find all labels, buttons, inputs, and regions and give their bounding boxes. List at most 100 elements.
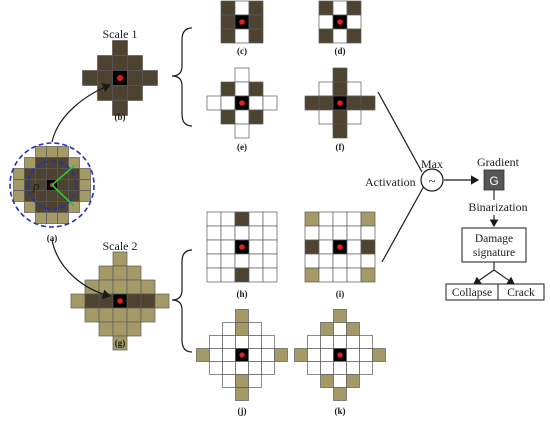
grid-i-cell	[346, 253, 362, 269]
grid-a-cell	[24, 157, 36, 169]
grid-g-cell	[126, 321, 142, 337]
grid-i-cell	[318, 225, 334, 241]
grid-f-cell	[332, 123, 348, 139]
grid-j-cell	[248, 348, 262, 362]
grid-j-cell	[274, 348, 288, 362]
grid-h-cell	[206, 253, 222, 269]
grid-f-cell	[318, 81, 334, 97]
grid-e-cell	[220, 109, 236, 125]
grid-g-cell	[126, 279, 142, 295]
grid-a-cell	[35, 212, 47, 224]
grid-h-cell	[220, 239, 236, 255]
grid-c-cell	[234, 28, 250, 44]
grid-f-cell	[304, 95, 320, 111]
grid-k-cell	[346, 322, 360, 336]
grid-a-cell	[46, 212, 58, 224]
grid-i-cell	[318, 211, 334, 227]
grid-k-cell	[346, 374, 360, 388]
grid-a-cell	[57, 146, 69, 158]
arrow-to-scale1	[51, 83, 112, 143]
grid-j-cell	[222, 361, 236, 375]
grid-k-cell	[320, 322, 334, 336]
grid-c-cell	[248, 14, 264, 30]
grid-e-cell	[248, 95, 264, 111]
arrow-to-collapse	[473, 269, 495, 285]
grid-k-cell	[372, 348, 386, 362]
grid-e-cell	[262, 95, 278, 111]
grid-f-cell	[346, 109, 362, 125]
grid-g-cell	[140, 279, 156, 295]
grid-i-cell	[360, 253, 376, 269]
damage-signature-line1: Damage	[475, 233, 513, 245]
grid-i-cell	[304, 239, 320, 255]
grid-h-cell	[234, 211, 250, 227]
grid-f-cell	[332, 67, 348, 83]
point-p-label: p	[32, 178, 40, 193]
grid-h-cell	[262, 267, 278, 283]
grid-f-cell	[318, 95, 334, 111]
grid-k-cell	[307, 361, 321, 375]
grid-a-cell	[79, 168, 91, 180]
grid-h-cell	[206, 225, 222, 241]
damage-signature-box	[461, 227, 527, 263]
grid-a-cell	[46, 190, 58, 202]
grid-g-cell	[84, 293, 100, 309]
grid-j-cell	[209, 361, 223, 375]
grid-c-cell	[248, 0, 264, 16]
grid-i-cell	[318, 267, 334, 283]
brace-scale2	[171, 249, 193, 353]
arrow-to-scale2	[51, 239, 112, 299]
grid-a-cell	[35, 146, 47, 158]
grid-h-cell	[234, 225, 250, 241]
grid-c-cell	[234, 0, 250, 16]
grid-a-cell	[24, 201, 36, 213]
grid-j-cell	[196, 348, 210, 362]
grid-d-cell	[332, 0, 348, 16]
grid-a-cell	[79, 179, 91, 191]
sublabel-a: (a)	[47, 233, 58, 243]
grid-i-cell	[304, 225, 320, 241]
grid-k-cell	[333, 322, 347, 336]
grid-k-cell	[333, 387, 347, 401]
grid-k-cell	[307, 348, 321, 362]
grid-k-cell	[333, 374, 347, 388]
grid-h-cell	[220, 211, 236, 227]
grid-i-cell	[332, 225, 348, 241]
grid-a-cell	[35, 157, 47, 169]
grid-k-cell	[333, 335, 347, 349]
line-scale2-to-activation	[381, 185, 425, 263]
inner-dashed-circle	[27, 160, 77, 210]
max-label: Max	[421, 157, 443, 171]
grid-j-cell	[248, 322, 262, 336]
grid-d-cell	[318, 0, 334, 16]
grid-g-cell	[126, 293, 142, 309]
grid-g-cell	[98, 265, 114, 281]
grid-d-cell	[346, 28, 362, 44]
grid-d-cell	[318, 28, 334, 44]
grid-i-cell	[360, 267, 376, 283]
grid-d-center-dot	[337, 19, 343, 25]
grid-g-cell	[112, 307, 128, 323]
grid-i-cell	[332, 267, 348, 283]
grid-h-cell	[262, 225, 278, 241]
grid-f-cell	[318, 109, 334, 125]
grid-b-cell	[97, 55, 113, 71]
collapse-label: Collapse	[452, 287, 492, 299]
grid-d-cell	[318, 14, 334, 30]
grid-f-cell	[346, 95, 362, 111]
grid-f-center-dot	[337, 100, 343, 106]
grid-j-cell	[235, 322, 249, 336]
line-scale1-to-activation	[377, 91, 423, 173]
sublabel-j: (j)	[238, 406, 247, 416]
activation-symbol: ~	[428, 173, 435, 188]
sublabel-b: (b)	[115, 112, 126, 122]
grid-f-cell	[360, 95, 376, 111]
grid-j-cell	[209, 348, 223, 362]
grid-i-cell	[304, 253, 320, 269]
grid-h-cell	[248, 225, 264, 241]
grid-a-cell	[46, 168, 58, 180]
grid-h-cell	[248, 239, 264, 255]
grid-j-cell	[222, 335, 236, 349]
grid-a-cell	[68, 201, 80, 213]
grid-h-cell	[248, 253, 264, 269]
